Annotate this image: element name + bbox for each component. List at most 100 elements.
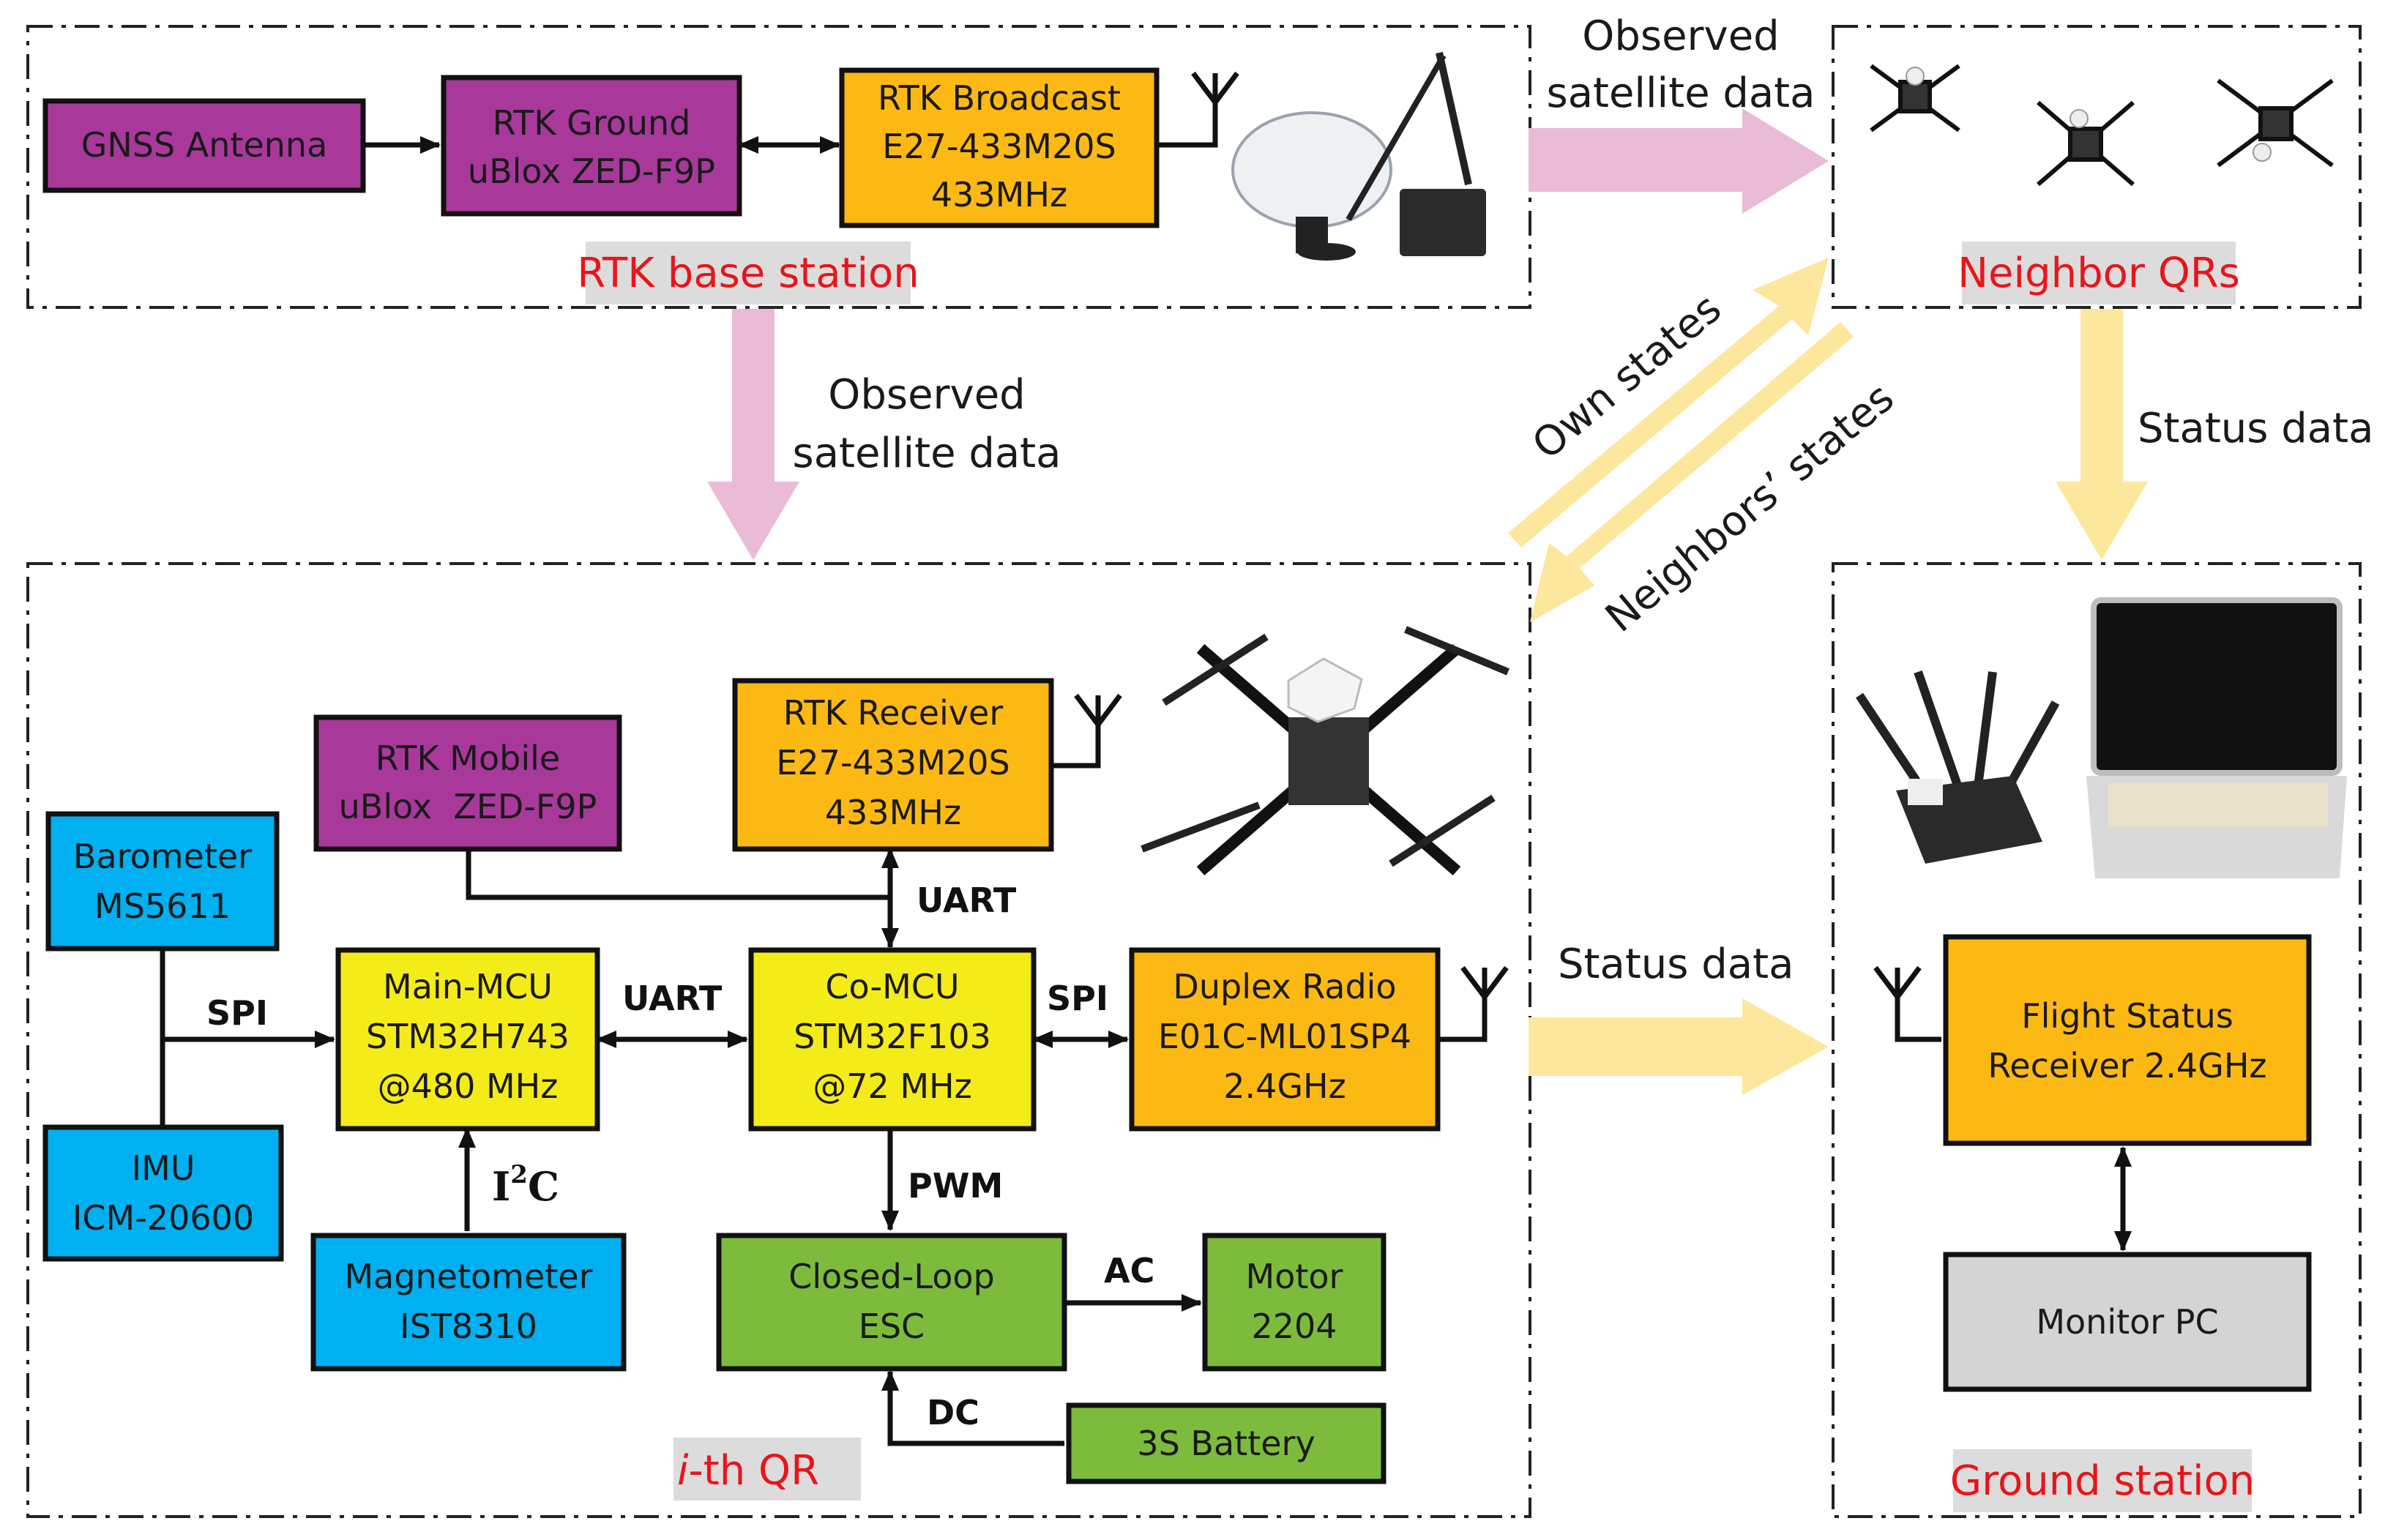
box-labels: GNSS Antenna RTK Ground uBlox ZED-F9P RT… <box>72 78 2267 1463</box>
uart-mid-label: UART <box>622 979 723 1018</box>
antenna-icon <box>1460 965 1509 1001</box>
drone-icon <box>2037 100 2135 187</box>
battery-to-esc <box>881 1370 1064 1446</box>
obs-top-line1: Observed <box>1582 12 1779 60</box>
duplex-line3: 2.4GHz <box>1223 1066 1346 1106</box>
antenna-icon <box>1873 965 1922 1001</box>
duplex-line2: E01C-ML01SP4 <box>1158 1017 1411 1056</box>
co-mcu-line3: @72 MHz <box>813 1066 972 1106</box>
ith-qr-tag: i-th QR <box>677 1447 819 1495</box>
rtk-ground-line2: uBlox ZED-F9P <box>468 152 715 191</box>
bus-labels: SPI UART UART SPI I2C PWM AC DC <box>206 881 1154 1432</box>
magnetometer-line1: Magnetometer <box>344 1257 592 1296</box>
duplex-line1: Duplex Radio <box>1173 967 1396 1006</box>
i2c-label: I2C <box>492 1160 559 1210</box>
rtk-receiver-line3: 433MHz <box>825 793 961 832</box>
main-mcu-box <box>335 947 600 1132</box>
base-station-tag: RTK base station <box>577 250 919 297</box>
monitor-pc-box <box>1943 1252 2312 1392</box>
main-mcu-line3: @480 MHz <box>378 1066 559 1106</box>
co-mcu-box <box>748 947 1037 1132</box>
pwm-label: PWM <box>908 1166 1003 1206</box>
battery-box <box>1066 1402 1387 1484</box>
connectors <box>160 86 2132 1446</box>
antenna-icon <box>1074 693 1122 729</box>
spi-left-label: SPI <box>206 993 268 1033</box>
obs-left-line2: satellite data <box>793 430 1061 477</box>
gnss-antenna-box <box>42 98 366 193</box>
uart-top-label: UART <box>917 881 1017 920</box>
barometer-box <box>45 811 280 952</box>
rtk-broadcast-box <box>839 67 1160 228</box>
tag-bg <box>586 242 911 304</box>
motor-line1: Motor <box>1246 1257 1343 1296</box>
mobile-to-co <box>466 849 890 900</box>
barometer-line1: Barometer <box>73 837 252 876</box>
status-arrow-right <box>2056 309 2148 560</box>
tag-bg <box>673 1438 861 1500</box>
gnss-label: GNSS Antenna <box>81 125 328 165</box>
imu-box <box>42 1124 284 1262</box>
ground-station-photo <box>1856 597 2347 878</box>
flight-status-line2: Receiver 2.4GHz <box>1988 1046 2266 1085</box>
status-right-label: Status data <box>2138 405 2373 452</box>
rtk-mobile-box <box>313 714 622 852</box>
obs-arrow-top <box>1529 108 1829 214</box>
tag-bg <box>1962 242 2236 304</box>
obs-arrow-left <box>707 309 799 560</box>
flight-status-line1: Flight Status <box>2021 996 2233 1036</box>
drone-icon <box>1870 64 1960 132</box>
rtk-broadcast-line3: 433MHz <box>931 175 1067 214</box>
broadcast-antenna-line <box>1157 86 1218 148</box>
rtk-receiver-box <box>732 678 1054 852</box>
main-mcu-line2: STM32H743 <box>366 1017 570 1056</box>
magnetometer-line2: IST8310 <box>400 1307 537 1346</box>
obs-top-line2: satellite data <box>1547 70 1815 117</box>
main-mcu-line1: Main-MCU <box>383 967 553 1006</box>
ac-label: AC <box>1104 1251 1154 1290</box>
spi-right-label: SPI <box>1047 979 1108 1018</box>
neighbors-states-arrow <box>1530 322 1854 622</box>
neighbors-tag: Neighbor QRs <box>1958 250 2240 297</box>
rtk-receiver-line2: E27-433M20S <box>776 743 1009 782</box>
duplex-radio-box <box>1129 947 1441 1132</box>
rtk-broadcast-line2: E27-433M20S <box>882 127 1116 166</box>
drone-icon <box>2217 78 2334 168</box>
antenna-icon <box>1191 71 1239 107</box>
neighbor-drones-photo <box>1870 64 2334 187</box>
dc-label: DC <box>927 1393 979 1432</box>
obs-left-line1: Observed <box>828 371 1025 419</box>
rtk-mobile-line2: uBlox ZED-F9P <box>339 787 597 826</box>
motor-line2: 2204 <box>1251 1307 1337 1346</box>
esc-line1: Closed-Loop <box>788 1257 994 1296</box>
rtk-broadcast-line1: RTK Broadcast <box>878 78 1121 118</box>
battery-label: 3S Battery <box>1137 1424 1315 1463</box>
qr-drone-photo <box>1141 626 1509 876</box>
status-mid-label: Status data <box>1558 941 1794 988</box>
rtk-mobile-line1: RTK Mobile <box>376 739 560 778</box>
boxes <box>42 67 2312 1484</box>
base-station-photo <box>1231 51 1486 261</box>
imu-line1: IMU <box>132 1148 195 1188</box>
esc-line2: ESC <box>859 1307 925 1346</box>
rtk-ground-line1: RTK Ground <box>493 103 691 143</box>
monitor-pc-label: Monitor PC <box>2036 1302 2218 1342</box>
antenna-icons <box>1074 71 1922 1001</box>
own-states-arrow <box>1508 258 1829 547</box>
neighbors-frame <box>1832 25 2362 309</box>
motor-box <box>1202 1233 1387 1372</box>
rtk-ground-box <box>441 75 742 217</box>
ground-station-frame <box>1832 562 2362 1518</box>
co-mcu-line2: STM32F103 <box>794 1017 991 1056</box>
imu-line2: ICM-20600 <box>72 1198 254 1238</box>
co-mcu-line1: Co-MCU <box>825 967 959 1006</box>
rtk-receiver-line1: RTK Receiver <box>783 693 1004 733</box>
tag-bg <box>1953 1449 2252 1512</box>
ground-station-tag: Ground station <box>1950 1457 2255 1505</box>
magnetometer-box <box>310 1233 627 1372</box>
flow-arrows <box>707 108 2148 1095</box>
region-tags: RTK base station Neighbor QRs i-th QR Gr… <box>577 242 2255 1512</box>
flight-status-box <box>1943 934 2312 1146</box>
esc-box <box>716 1233 1067 1372</box>
